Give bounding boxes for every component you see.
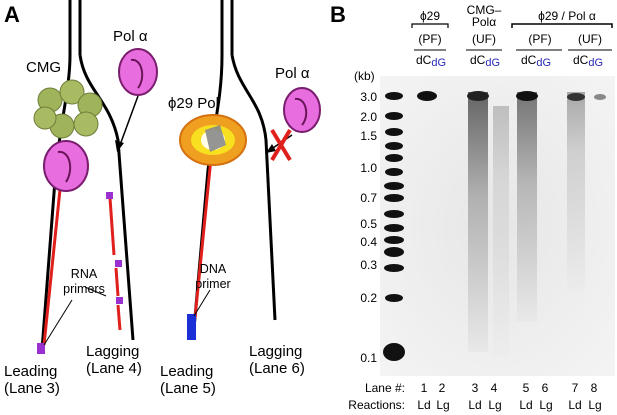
dc-label-3: dCdG — [521, 53, 552, 69]
group-phi29-pol-alpha-title: ϕ29 / Pol α — [538, 9, 596, 23]
rna-primer — [115, 260, 122, 267]
kb-label: (kb) — [354, 69, 375, 83]
lane-number: 8 — [590, 381, 598, 395]
left-fork — [33, 0, 158, 354]
band-lane-1 — [417, 91, 437, 101]
okazaki-fragment — [116, 304, 122, 331]
right-fork — [179, 0, 321, 341]
reaction-type: Lg — [539, 398, 553, 412]
lagging-lane6-label: Lagging (Lane 6) — [249, 343, 305, 377]
marker-3.0: 3.0 — [360, 90, 377, 104]
phi29-polymerase — [179, 114, 247, 166]
rna-primer — [106, 192, 113, 199]
lagging-lane4-label: Lagging (Lane 4) — [86, 343, 142, 377]
dc-label-4: dCdG — [573, 53, 604, 69]
cmg-helicase — [33, 79, 103, 139]
reaction-type: Lg — [588, 398, 602, 412]
panel-a-letter: A — [4, 2, 20, 27]
marker-0.7: 0.7 — [360, 191, 377, 205]
group-uf-sub: (UF) — [578, 32, 602, 46]
smear-lane-4 — [493, 106, 509, 356]
marker-0.2: 0.2 — [360, 291, 377, 305]
smear-lane-5 — [517, 92, 537, 322]
lane-number: 7 — [571, 381, 579, 395]
lane-number: 6 — [541, 381, 549, 395]
dna-primer-block — [187, 314, 196, 340]
reaction-row-label: Reactions: — [348, 398, 405, 412]
group-pf-sub: (PF) — [528, 32, 552, 46]
arrow-icon — [266, 144, 276, 153]
group-cmg-title: CMG– Polα — [466, 3, 502, 29]
pol-alpha-label-right: Pol α — [275, 65, 310, 82]
reaction-type: Lg — [488, 398, 502, 412]
reaction-type: Ld — [519, 398, 533, 412]
blocked-x-icon — [270, 128, 292, 162]
lagging-template-strand — [230, 54, 277, 321]
lane-number: 5 — [522, 381, 530, 395]
smear-lane-7 — [567, 92, 585, 292]
pol-alpha-label-left: Pol α — [113, 28, 148, 45]
marker-0.5: 0.5 — [360, 217, 377, 231]
pol-alpha-oval-left — [118, 48, 158, 96]
dc-label-1: dCdG — [416, 53, 447, 69]
reaction-type: Ld — [417, 398, 431, 412]
okazaki-fragment — [108, 197, 116, 256]
reaction-type: Ld — [568, 398, 582, 412]
marker-0.4: 0.4 — [360, 235, 377, 249]
rna-primers-label: RNA primers — [63, 267, 105, 296]
lane-row-label: Lane #: — [364, 381, 405, 395]
pol-alpha-oval-right — [283, 87, 321, 133]
group-cmg-sub: (UF) — [472, 32, 496, 46]
lane-number: 2 — [438, 381, 446, 395]
marker-0.1: 0.1 — [360, 351, 377, 365]
leading-lane3-label: Leading (Lane 3) — [4, 363, 60, 397]
marker-0.3: 0.3 — [360, 258, 377, 272]
reaction-type: Ld — [468, 398, 482, 412]
okazaki-fragment — [114, 267, 120, 297]
pol-epsilon-oval — [43, 140, 89, 192]
rna-primer — [116, 297, 123, 304]
phi29-pol-label: ϕ29 Pol — [168, 95, 219, 112]
rna-primer-leading — [37, 343, 45, 354]
leading-nascent-strand — [193, 147, 214, 319]
marker-1.5: 1.5 — [360, 129, 377, 143]
group-phi29-sub: (PF) — [418, 32, 442, 46]
group-phi29-title: ϕ29 — [419, 9, 441, 23]
smear-lane-3 — [468, 92, 488, 352]
arrow-icon — [115, 140, 124, 152]
cmg-label: CMG — [26, 59, 61, 76]
marker-2.0: 2.0 — [360, 110, 377, 124]
marker-ladder — [383, 92, 405, 361]
leading-lane5-label: Leading (Lane 5) — [160, 363, 216, 397]
leading-nascent-strand — [42, 169, 64, 346]
dc-label-2: dCdG — [470, 53, 501, 69]
reaction-type: Lg — [436, 398, 450, 412]
marker-1.0: 1.0 — [360, 161, 377, 175]
dna-primer-label: DNA primer — [195, 262, 231, 291]
gel-image — [380, 76, 615, 376]
lane-number: 3 — [471, 381, 479, 395]
panel-b-letter: B — [330, 2, 346, 27]
lane-number: 4 — [490, 381, 498, 395]
lane-number: 1 — [420, 381, 428, 395]
